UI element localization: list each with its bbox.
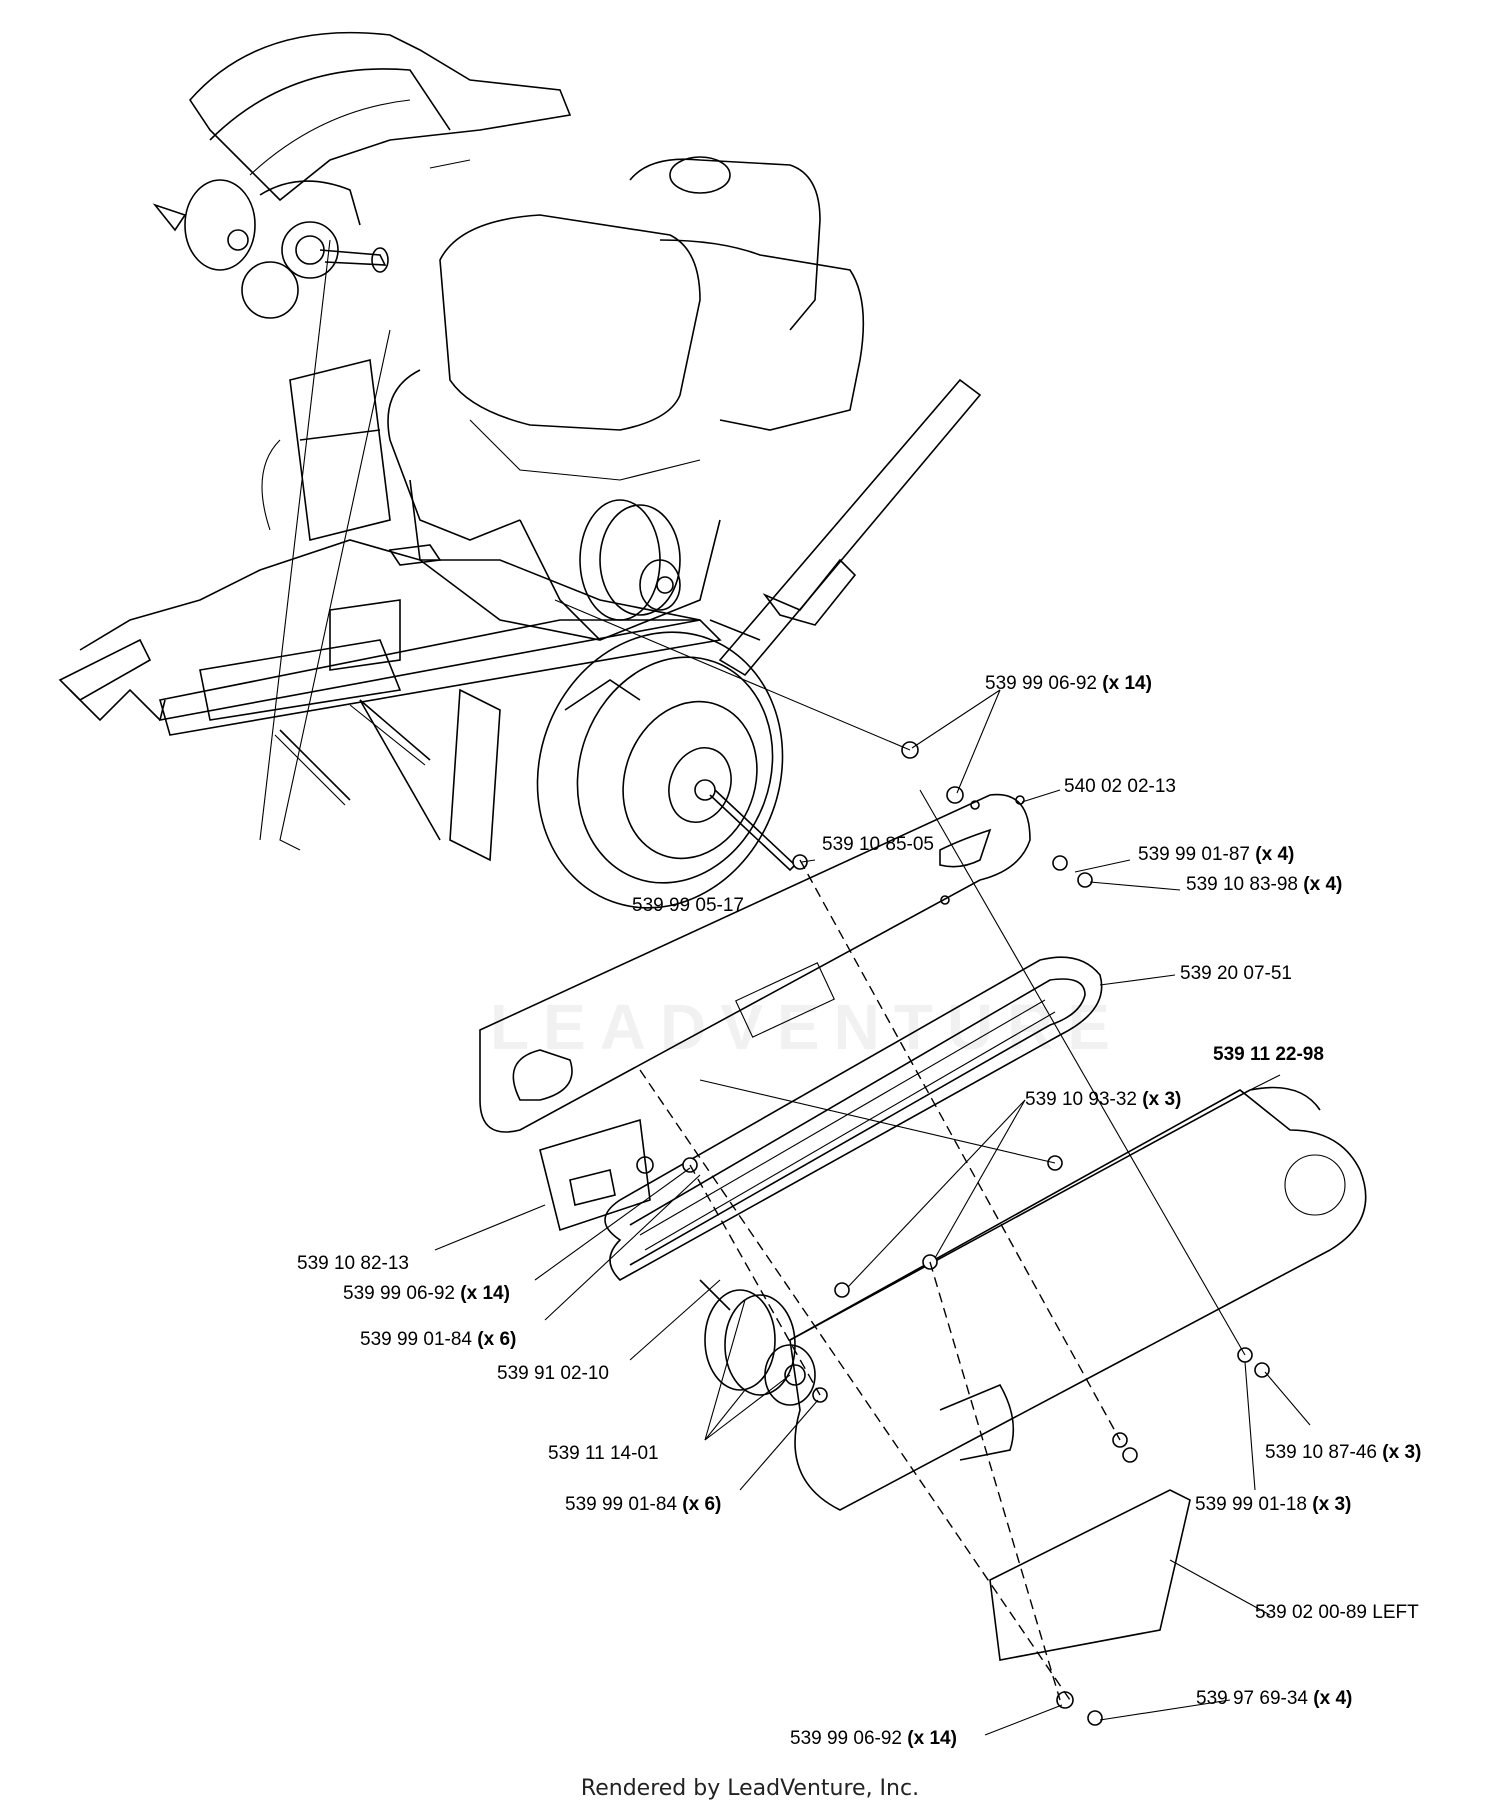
leader-lines	[434, 689, 1311, 1736]
main-frame	[58, 359, 722, 862]
callout-label: 539 99 01-18 (x 3)	[1195, 1494, 1352, 1515]
side-plate	[989, 1489, 1191, 1661]
callout-label: 539 10 93-32 (x 3)	[1025, 1089, 1182, 1110]
callout-label: 539 11 22-98	[1213, 1044, 1324, 1065]
engine-pulley	[579, 499, 681, 621]
callout-label: 539 20 07-51	[1180, 963, 1292, 984]
watermark: LEADVENTURE	[490, 991, 1125, 1063]
inner-plate	[479, 793, 1031, 1133]
alignment-lines	[259, 239, 1246, 1701]
callout-label: 539 99 01-84 (x 6)	[360, 1329, 517, 1350]
callout-label: 539 99 06-92 (x 14)	[790, 1728, 957, 1749]
footer-credit: Rendered by LeadVenture, Inc.	[580, 1776, 920, 1801]
bracket	[539, 1118, 654, 1232]
handle-bar	[709, 378, 982, 677]
callout-label: 539 02 00-89 LEFT	[1255, 1602, 1419, 1623]
wheel	[536, 631, 797, 909]
engine	[387, 156, 865, 641]
cutter-guard	[188, 31, 572, 202]
driven-pulley	[699, 1279, 816, 1406]
hardware	[682, 741, 1270, 1726]
callout-label: 539 99 05-17	[632, 895, 744, 916]
chain	[604, 956, 1103, 1281]
callout-label: 539 10 83-98 (x 4)	[1186, 874, 1343, 895]
cutter-head	[152, 179, 389, 319]
callout-label: 539 10 85-05	[822, 834, 934, 855]
callout-label: 539 99 06-92 (x 14)	[343, 1283, 510, 1304]
callout-label: 540 02 02-13	[1064, 776, 1176, 797]
callout-label: 539 99 01-84 (x 6)	[565, 1494, 722, 1515]
callout-label: 539 10 82-13	[297, 1253, 409, 1274]
callout-label: 539 91 02-10	[497, 1363, 609, 1384]
callout-label: 539 99 06-92 (x 14)	[985, 673, 1152, 694]
callout-label: 539 11 14-01	[548, 1443, 659, 1464]
shaft-rods	[274, 699, 431, 806]
callout-label: 539 99 01-87 (x 4)	[1138, 844, 1295, 865]
callout-label: 539 10 87-46 (x 3)	[1265, 1442, 1422, 1463]
callout-label: 539 97 69-34 (x 4)	[1196, 1688, 1353, 1709]
